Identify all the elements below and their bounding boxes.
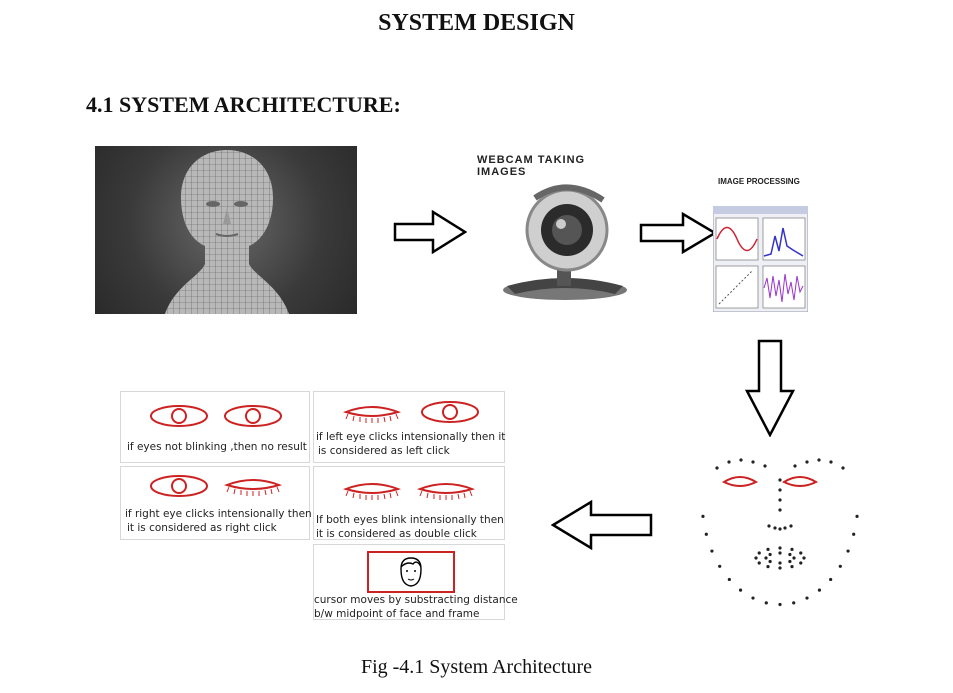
webcam-label-line1: WEBCAM TAKING — [477, 154, 586, 166]
webcam-icon — [495, 182, 640, 302]
right-eye-closed-icon — [150, 475, 283, 497]
image-processing-label: IMAGE PROCESSING — [718, 177, 800, 186]
panel-cursor-text-2: b/w midpoint of face and frame — [314, 608, 480, 620]
face-outline-icon — [400, 557, 422, 587]
both-eyes-closed-icon — [342, 483, 476, 500]
signal-plots-image — [713, 206, 808, 312]
panel-double-click-text-2: it is considered as double click — [316, 528, 477, 540]
panel-double-click-text-1: If both eyes blink intensionally then — [316, 514, 504, 526]
panel-right-click-text-1: if right eye clicks intensionally then — [125, 508, 312, 520]
open-eyes-icon — [150, 405, 282, 427]
panel-no-blink-text: if eyes not blinking ,then no result — [127, 441, 307, 453]
panel-left-click-text-1: if left eye clicks intensionally then it — [316, 431, 506, 443]
panel-double-click: If both eyes blink intensionally then it… — [313, 466, 505, 540]
panel-no-blink: if eyes not blinking ,then no result — [120, 391, 310, 463]
right-arrow-icon — [393, 210, 467, 254]
figure-caption: Fig -4.1 System Architecture — [360, 656, 593, 678]
panel-cursor-text-1: cursor moves by substracting distance — [314, 594, 518, 606]
webcam-label-line2: IMAGES — [477, 166, 527, 178]
webcam-label: WEBCAM TAKING IMAGES — [477, 154, 585, 178]
panel-left-click: if left eye clicks intensionally then it… — [313, 391, 505, 463]
left-arrow-icon — [551, 500, 653, 550]
right-arrow-icon — [639, 212, 717, 254]
face-frame-box — [367, 551, 455, 593]
page-title: SYSTEM DESIGN — [378, 10, 575, 36]
down-arrow-icon — [745, 339, 795, 437]
section-heading: 4.1 SYSTEM ARCHITECTURE: — [86, 92, 401, 117]
panel-right-click-text-2: it is considered as right click — [127, 522, 277, 534]
panel-cursor-move: cursor moves by substracting distance b/… — [313, 544, 518, 620]
facial-landmarks-image — [695, 440, 865, 620]
face-mesh-image — [95, 146, 357, 314]
panel-right-click: if right eye clicks intensionally then i… — [120, 466, 312, 540]
panel-left-click-text-2: is considered as left click — [318, 445, 450, 457]
left-eye-closed-icon — [342, 401, 479, 423]
